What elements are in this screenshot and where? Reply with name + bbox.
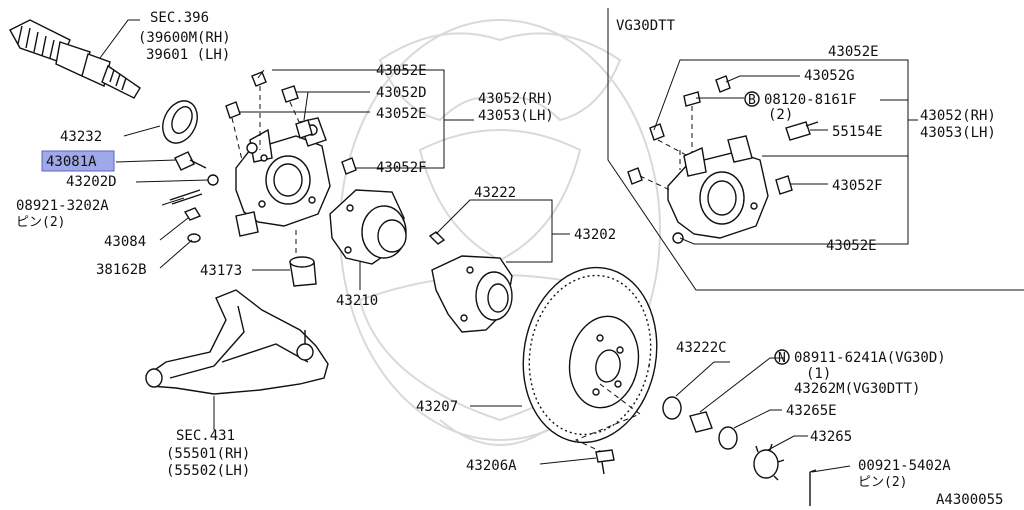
label-00921-5402a[interactable]: 00921-5402A [858,458,951,474]
washer-43222c[interactable] [662,396,682,420]
label-t-43052e-2[interactable]: 43052E [826,238,877,254]
lower-control-arm[interactable] [145,289,329,395]
label-t-43053-lh[interactable]: 43053(LH) [920,125,996,141]
highlight-43081a [41,150,115,172]
diagram-ref-code: A4300055 [936,492,1003,508]
label-55502[interactable]: (55502(LH) [166,463,250,479]
label-pin2-b: ピン(2) [858,475,907,490]
label-43206a[interactable]: 43206A [466,458,517,474]
label-08911-6241a[interactable]: 08911-6241A(VG30D) [794,350,946,366]
bushing-43173[interactable] [289,256,317,287]
label-sec431[interactable]: SEC.431 [176,428,235,444]
label-43222c[interactable]: 43222C [676,340,727,356]
castle-nut-43265[interactable] [753,443,785,481]
bushings-43052[interactable] [225,71,357,175]
label-pin2-a: ピン(2) [16,215,65,230]
axle-housing-knuckle[interactable] [235,117,331,237]
label-43052e-2[interactable]: 43052E [376,106,427,122]
inset-dash-guides [639,106,693,191]
screw-43206a[interactable] [595,449,615,475]
label-38162b[interactable]: 38162B [96,262,147,278]
label-43222[interactable]: 43222 [474,185,516,201]
label-t-43052g[interactable]: 43052G [804,68,855,84]
label-43202[interactable]: 43202 [574,227,616,243]
inset-border [607,8,1024,291]
label-n-prefix: N [778,351,786,366]
nut-43084[interactable] [183,207,202,221]
label-39600m[interactable]: (39600M(RH) [138,30,231,46]
nut-08911[interactable] [689,411,713,433]
label-t-43052e-1[interactable]: 43052E [828,44,879,60]
label-t-43052-rh[interactable]: 43052(RH) [920,108,996,124]
b-marker [744,91,760,107]
rotor-dash-guide [574,383,642,453]
label-43262m[interactable]: 43262M(VG30DTT) [794,381,920,397]
cotter-pin-00921[interactable] [809,469,817,506]
leader-lines [99,19,918,473]
label-55501[interactable]: (55501(RH) [166,446,250,462]
callouts: SEC.396 (39600M(RH) 39601 (LH) 43232 430… [16,10,1003,508]
label-b-prefix: B [748,93,756,108]
label-43210[interactable]: 43210 [336,293,378,309]
label-39601[interactable]: 39601 (LH) [146,47,230,63]
wheel-bearing-hub-43210[interactable] [329,189,407,265]
vg30dtt-knuckle[interactable] [667,135,769,244]
label-43202d[interactable]: 43202D [66,174,117,190]
drive-shaft[interactable] [9,19,141,99]
label-43052d[interactable]: 43052D [376,85,427,101]
washer-38162b[interactable] [187,233,201,243]
label-43052e-1[interactable]: 43052E [376,63,427,79]
label-t-08120-8161f[interactable]: 08120-8161F [764,92,857,108]
label-sec396[interactable]: SEC.396 [150,10,209,26]
label-t-43052f[interactable]: 43052F [832,178,883,194]
label-vg30dtt: VG30DTT [616,18,676,34]
label-43084[interactable]: 43084 [104,234,146,250]
disc-rotor-43207[interactable] [510,257,671,453]
sensor-55154e[interactable] [785,121,819,141]
label-43052f-1[interactable]: 43052F [376,160,427,176]
label-qty1: (1) [806,366,831,382]
label-43232[interactable]: 43232 [60,129,102,145]
vg30dtt-bushings[interactable] [627,75,793,195]
cotter-pin-08921[interactable] [169,189,203,205]
label-43053-lh[interactable]: 43053(LH) [478,108,554,124]
washer-43265e[interactable] [718,426,738,450]
label-08921-3202a[interactable]: 08921-3202A [16,198,109,214]
label-qty2: (2) [768,107,793,123]
label-43265[interactable]: 43265 [810,429,852,445]
label-43207[interactable]: 43207 [416,399,458,415]
label-t-55154e[interactable]: 55154E [832,124,883,140]
label-43265e[interactable]: 43265E [786,403,837,419]
n-marker [774,349,790,365]
label-43173[interactable]: 43173 [200,263,242,279]
axle-hub-43202[interactable] [428,231,513,333]
washer-43202d[interactable] [207,174,219,186]
label-43081a[interactable]: 43081A [46,154,97,170]
grease-seal[interactable] [156,95,204,148]
bolt-43081a[interactable] [174,151,207,171]
label-43052-rh[interactable]: 43052(RH) [478,91,554,107]
